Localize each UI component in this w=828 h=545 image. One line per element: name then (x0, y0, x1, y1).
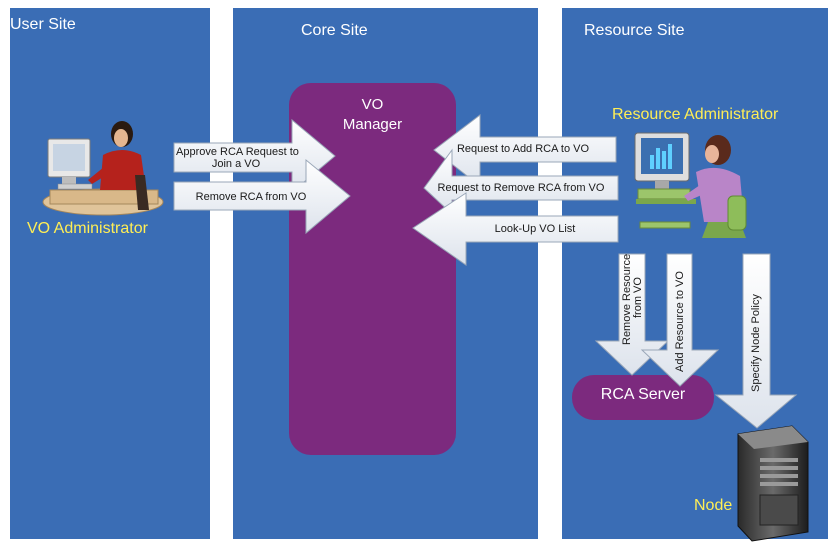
vo-administrator-icon (42, 121, 164, 216)
core-site-title: Core Site (301, 22, 368, 39)
vo-manager-label-line2: Manager (342, 116, 403, 133)
vo-manager-label-line1: VO (361, 96, 384, 113)
remove-resource-label-line2: from VO (632, 277, 644, 318)
vo-administrator-label: VO Administrator (27, 220, 148, 237)
resource-administrator-label: Resource Administrator (612, 106, 779, 123)
add-resource-label: Add Resource to VO (674, 271, 686, 372)
resource-administrator-icon (634, 132, 747, 238)
approve-rca-label-line1: Approve RCA Request to (176, 146, 299, 158)
lookup-vo-arrow (412, 192, 619, 266)
specify-node-policy-arrow (714, 253, 798, 429)
request-add-rca-arrow (433, 113, 617, 188)
approve-rca-label-line2: Join a VO (211, 158, 261, 170)
node-server-icon (737, 425, 809, 542)
remove-rca-label: Remove RCA from VO (195, 191, 307, 203)
user-site-panel: User Site (10, 8, 210, 539)
specify-node-policy-label: Specify Node Policy (750, 294, 762, 392)
remove-rca-arrow (173, 158, 351, 235)
add-resource-arrow (640, 253, 720, 387)
node-label: Node (694, 497, 733, 514)
request-add-rca-label: Request to Add RCA to VO (456, 143, 590, 155)
rca-server-box (572, 375, 714, 420)
request-remove-rca-label: Request to Remove RCA from VO (437, 182, 605, 194)
resource-site-title: Resource Site (584, 22, 685, 39)
request-remove-rca-arrow (423, 148, 619, 216)
rca-server-label: RCA Server (600, 386, 686, 403)
lookup-vo-label: Look-Up VO List (494, 223, 576, 235)
user-site-title: User Site (10, 16, 76, 33)
